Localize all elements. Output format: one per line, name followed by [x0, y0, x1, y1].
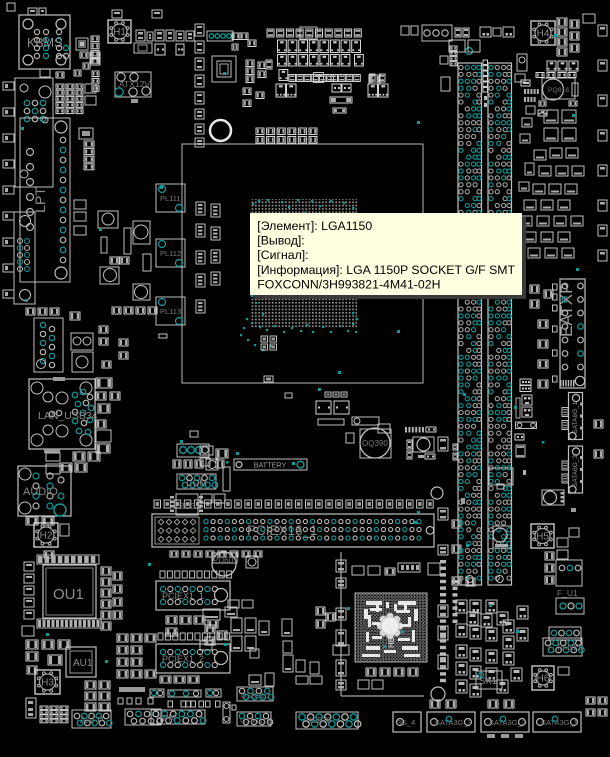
svg-text:H3: H3: [41, 678, 54, 689]
svg-text:LPT: LPT: [32, 187, 48, 213]
svg-text:AAFP: AAFP: [80, 715, 104, 725]
svg-text:HB86C: HB86C: [387, 622, 396, 648]
svg-text:PCIEX1_1: PCIEX1_1: [162, 591, 204, 601]
svg-text:BATTERY: BATTERY: [254, 460, 287, 469]
svg-text:H5: H5: [536, 532, 549, 543]
svg-text:[Вывод]:: [Вывод]:: [257, 234, 304, 248]
svg-text:OQ390: OQ390: [362, 439, 388, 448]
svg-text:[Информация]: LGA 1150P SOCKET: [Информация]: LGA 1150P SOCKET G/F SMT: [257, 263, 515, 277]
svg-text:COM: COM: [186, 478, 207, 488]
svg-text:F_PANEL: F_PANEL: [548, 643, 584, 652]
svg-text:H2: H2: [40, 531, 53, 542]
svg-text:[Сигнал]:: [Сигнал]:: [257, 248, 308, 262]
svg-text:LAN_USB34: LAN_USB34: [38, 410, 98, 422]
svg-text:F_U1: F_U1: [557, 588, 578, 598]
svg-text:OU1: OU1: [53, 586, 84, 603]
svg-text:PCIEX16_1: PCIEX16_1: [247, 523, 318, 538]
svg-text:PU601: PU601: [213, 556, 238, 565]
svg-text:PL111: PL111: [160, 194, 181, 203]
svg-text:TPM: TPM: [158, 714, 175, 723]
svg-text:USB910: USB910: [241, 691, 269, 700]
svg-text:USB1112: USB1112: [240, 716, 271, 725]
svg-text:PL112: PL112: [160, 249, 181, 258]
svg-text:SX1: SX1: [479, 676, 497, 687]
svg-text:EATXP: EATXP: [557, 283, 576, 337]
svg-text:SATA3G_3: SATA3G_3: [435, 718, 472, 727]
svg-text:KBMS: KBMS: [27, 36, 62, 50]
svg-text:SATA6G_1: SATA6G_1: [572, 401, 579, 433]
svg-text:[Элемент]: LGA1150: [Элемент]: LGA1150: [257, 219, 372, 233]
svg-text:SATA3G_1: SATA3G_1: [541, 718, 578, 727]
svg-text:FOXCONN/3H993821-4M41-02H: FOXCONN/3H993821-4M41-02H: [257, 278, 440, 292]
svg-text:H1: H1: [113, 27, 126, 38]
svg-text:USB78: USB78: [306, 716, 332, 725]
svg-text:H4: H4: [537, 29, 550, 40]
svg-text:3G_4: 3G_4: [397, 718, 415, 727]
svg-text:PL113: PL113: [160, 307, 181, 316]
svg-text:PCIEX1_2: PCIEX1_2: [162, 654, 204, 664]
svg-text:ATX12V: ATX12V: [119, 79, 150, 89]
svg-text:BU3: BU3: [179, 501, 196, 511]
svg-text:SATA6G_2: SATA6G_2: [572, 455, 579, 487]
svg-text:AUDIO: AUDIO: [23, 486, 58, 498]
svg-text:AU1: AU1: [73, 658, 93, 669]
svg-text:SATA3G_2: SATA3G_2: [489, 718, 526, 727]
svg-text:PQ816: PQ816: [548, 87, 569, 94]
svg-text:H6: H6: [537, 674, 550, 685]
